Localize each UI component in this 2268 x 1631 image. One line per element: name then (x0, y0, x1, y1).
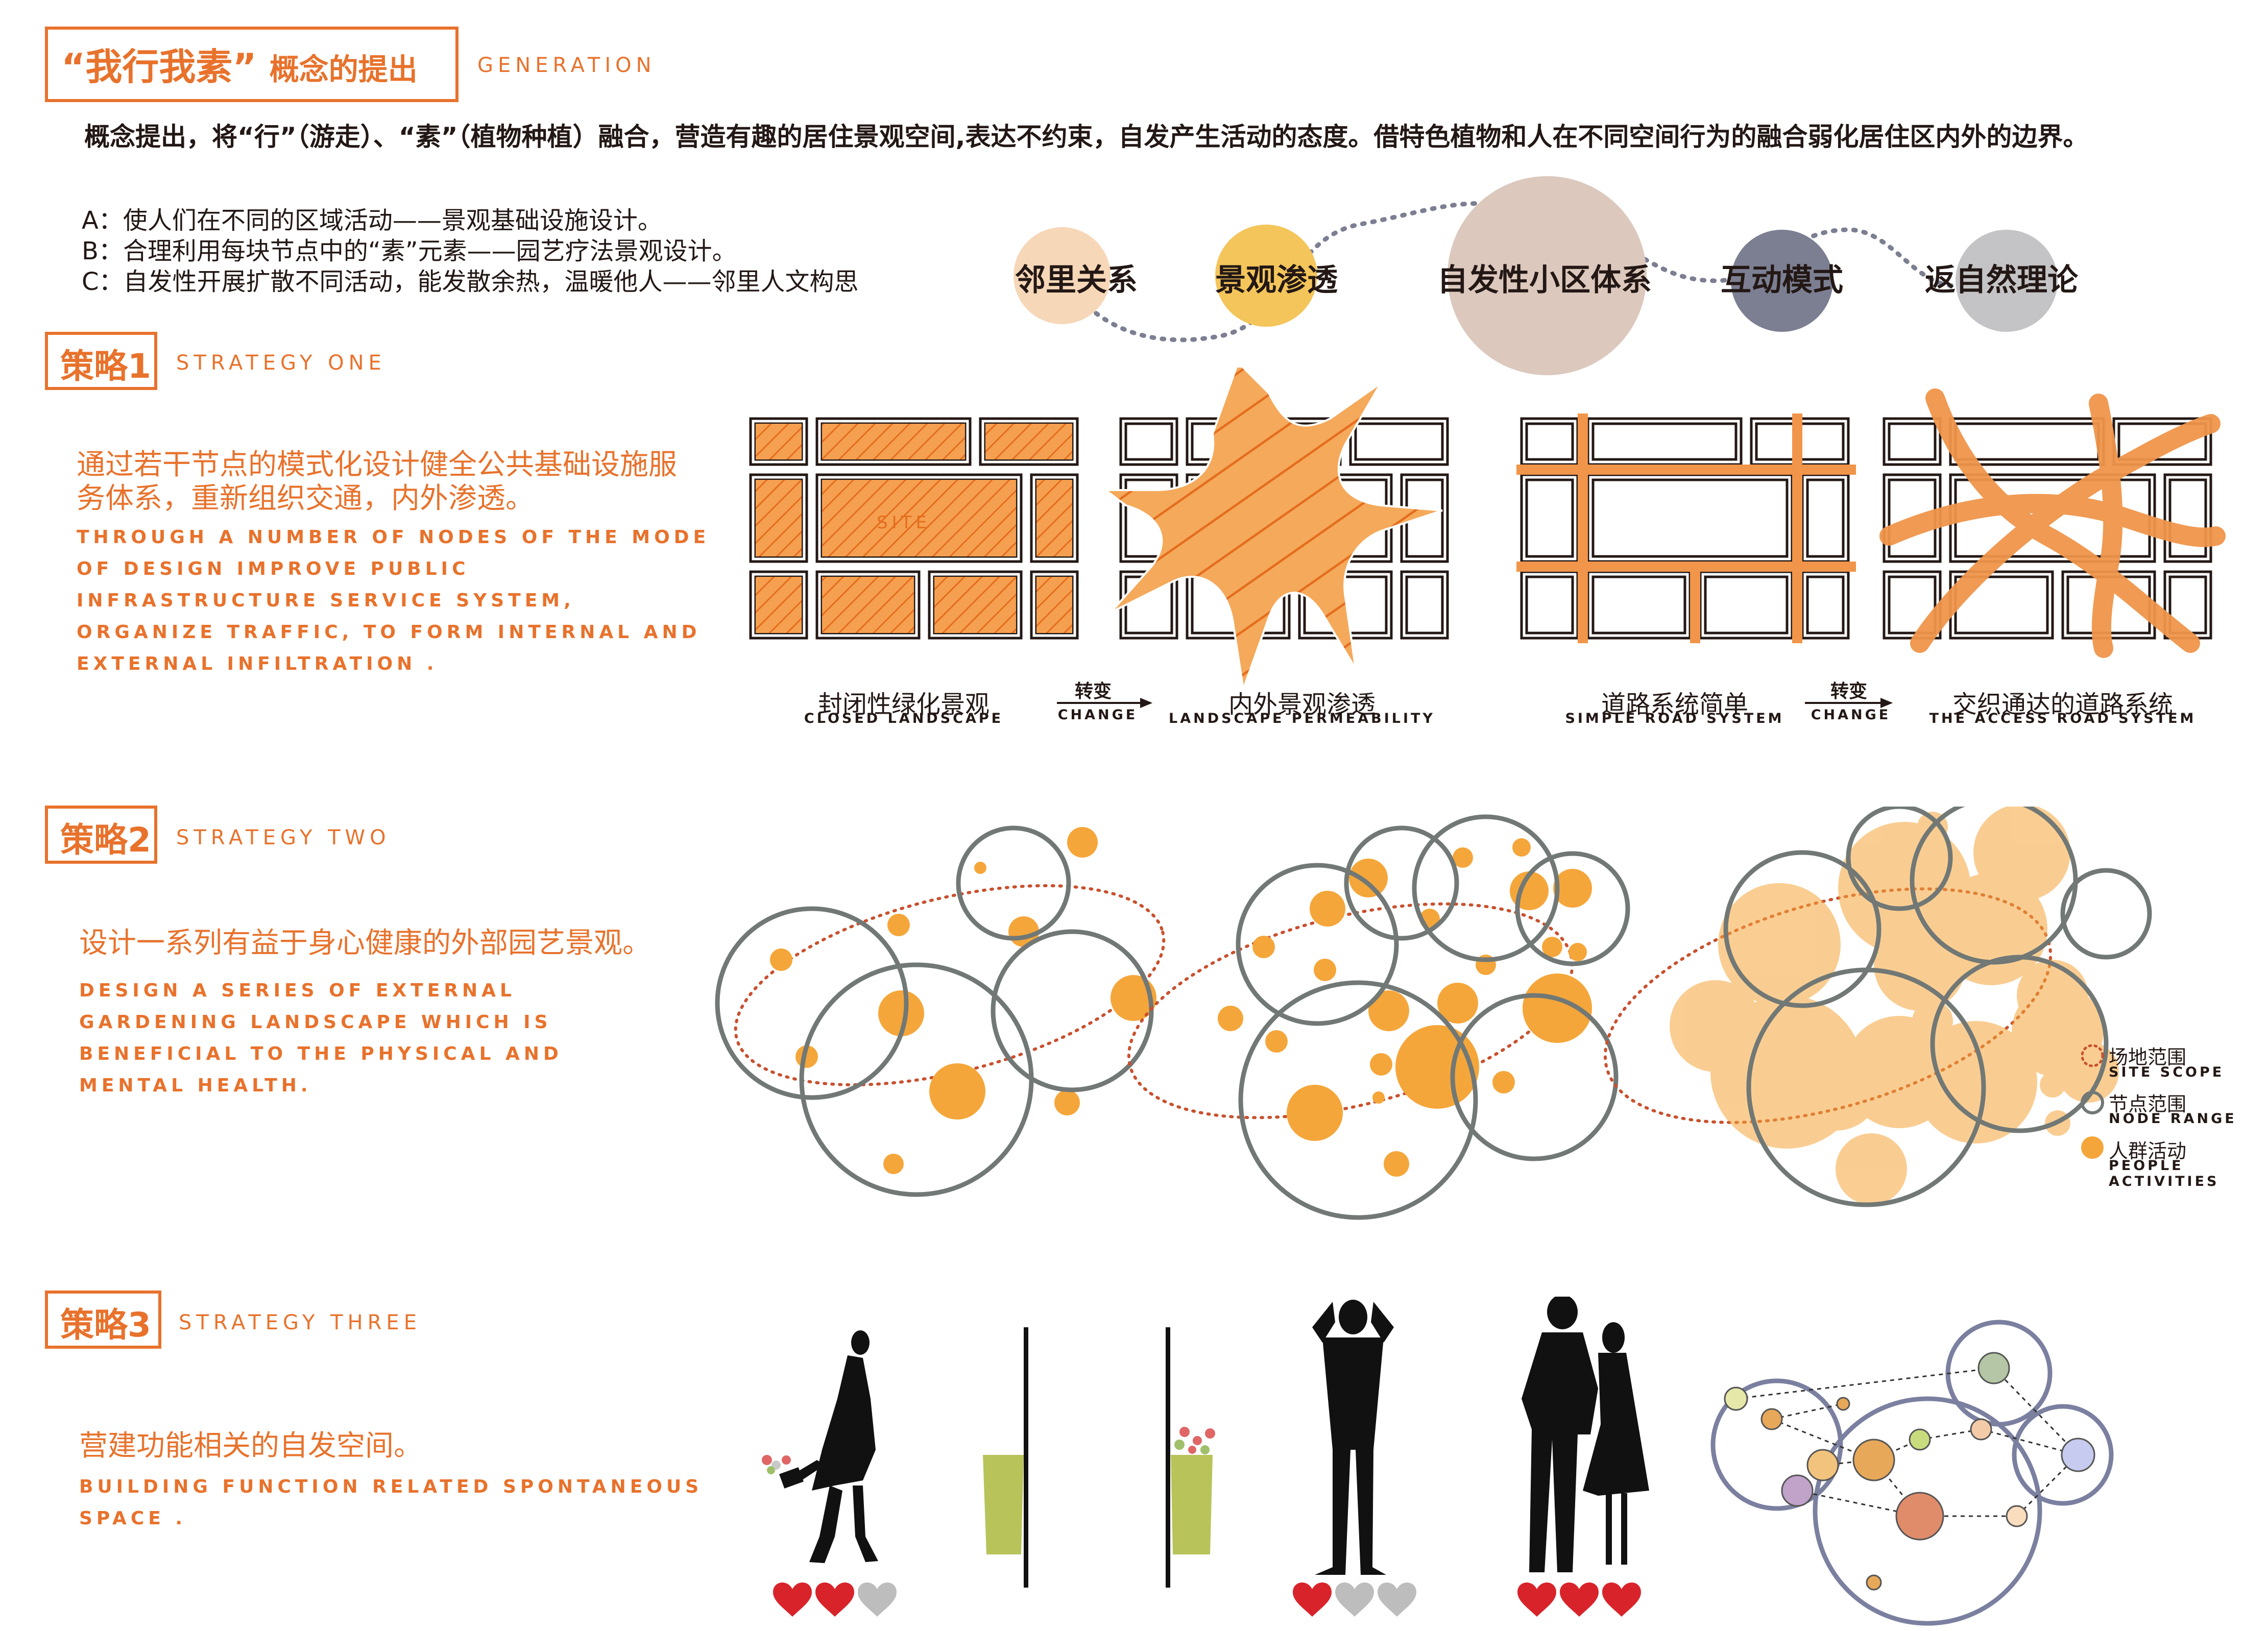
node-diagram-b (1127, 814, 1630, 1220)
strategy3-subtitle: STRATEGY THREE (179, 1311, 421, 1334)
title-box (45, 27, 459, 102)
point-c: C：自发性开展扩散不同活动，能发散余热，温暖他人——邻里人文构思 (82, 267, 859, 296)
change2-en: CHANGE (1811, 707, 1891, 723)
concept-chain (1014, 176, 2058, 375)
legend-people-en: PEOPLE ACTIVITIES (2109, 1158, 2219, 1189)
strategy2-en: Design a series of external gardening la… (79, 980, 563, 1096)
chain-circle-4 (1731, 230, 1833, 332)
chain-circle-5 (1956, 230, 2058, 332)
node-diagram-c (1603, 807, 2152, 1207)
person-standing-icon (1312, 1300, 1394, 1575)
hearts-group-1 (773, 1583, 897, 1617)
strategy2-cn: 设计一系列有益于身心健康的外部园艺景观。 (79, 927, 651, 960)
chain-circle-1 (1014, 227, 1111, 324)
point-b: B：合理利用每块节点中的“素”元素——园艺疗法景观设计。 (82, 237, 737, 265)
chain-circle-3 (1447, 176, 1647, 375)
legend-symbols (2081, 1044, 2104, 1159)
legend-node-en: NODE RANGE (2109, 1111, 2237, 1127)
strategy1-cn: 通过若干节点的模式化设计健全公共基础设施服务体系，重新组织交通，内外渗透。 (77, 448, 677, 515)
strategy1-title: 策略1 (60, 347, 151, 386)
chain-label-2: 景观渗透 (1215, 262, 1338, 298)
chain-label-3: 自发性小区体系 (1437, 262, 1652, 298)
person-bending-icon (779, 1330, 878, 1563)
panel2-cn: 内外景观渗透 (1228, 690, 1376, 719)
hearts-group-2 (1293, 1583, 1416, 1617)
panel1-cn: 封闭性绿化景观 (817, 690, 990, 719)
hearts-group-3 (1517, 1583, 1641, 1617)
panel3-cn: 道路系统简单 (1601, 690, 1748, 719)
strategy2-box (45, 806, 157, 864)
site-label: SITE (877, 513, 931, 533)
points-list: A：使人们在不同的区域活动——景观基础设施设计。 B：合理利用每块节点中的“素”… (82, 205, 859, 297)
strategy2-diagrams (715, 807, 2152, 1220)
strategy3-box (45, 1291, 161, 1349)
strategy1-box (45, 332, 157, 390)
panel4-en: The access road system (1929, 711, 2197, 726)
strategy3-title: 策略3 (60, 1305, 151, 1345)
title-subtitle: GENERATION (477, 54, 656, 77)
title-rest: 概念的提出 (269, 52, 418, 87)
strategy1-subtitle: STRATEGY ONE (176, 351, 386, 375)
change1-en: CHANGE (1057, 707, 1138, 723)
legend-site-cn: 场地范围 (2109, 1046, 2187, 1068)
strategy3-illustrations (762, 1297, 2114, 1626)
flower-icon (762, 1455, 791, 1474)
panel3-en: Simple road system (1565, 711, 1784, 726)
panel4-cn: 交织通达的道路系统 (1952, 690, 2173, 719)
chain-label-1: 邻里关系 (1015, 262, 1138, 298)
strategy1-en: Through a number of nodes of the mode of… (77, 527, 710, 674)
node-diagram-a (715, 825, 1166, 1197)
planter-scene (983, 1327, 1215, 1588)
point-a: A：使人们在不同的区域活动——景观基础设施设计。 (82, 206, 662, 235)
page-title: “我行我素” 概念的提出 (61, 37, 418, 90)
panel2-en: landscape permeability (1169, 711, 1435, 726)
couple-icon (1522, 1297, 1649, 1572)
legend-site-en: SITE SCOPE (2109, 1064, 2225, 1080)
chain-label-5: 返自然理论 (1925, 262, 2078, 298)
title-quote: “我行我素” (61, 45, 257, 88)
change1-cn: 转变 (1075, 681, 1112, 702)
network-diagram (1710, 1320, 2114, 1626)
strategy1-diagrams: SITE (735, 368, 2226, 708)
strategy3-cn: 营建功能相关的自发空间。 (79, 1429, 422, 1463)
change2-cn: 转变 (1830, 681, 1868, 702)
legend-node-cn: 节点范围 (2109, 1093, 2187, 1115)
chain-circle-2 (1215, 225, 1317, 327)
intro-text: 概念提出，将“行”（游走）、“素”（植物种植）融合，营造有趣的居住景观空间,表达… (84, 122, 2089, 152)
panel1-en: Closed landscape (804, 711, 1004, 726)
strategy3-en: Building function related spontaneous sp… (79, 1476, 703, 1529)
strategy2-title: 策略2 (60, 820, 151, 860)
chain-label-4: 互动模式 (1721, 262, 1843, 298)
strategy2-subtitle: STRATEGY TWO (176, 826, 391, 849)
legend-people-cn: 人群活动 (2109, 1140, 2187, 1162)
